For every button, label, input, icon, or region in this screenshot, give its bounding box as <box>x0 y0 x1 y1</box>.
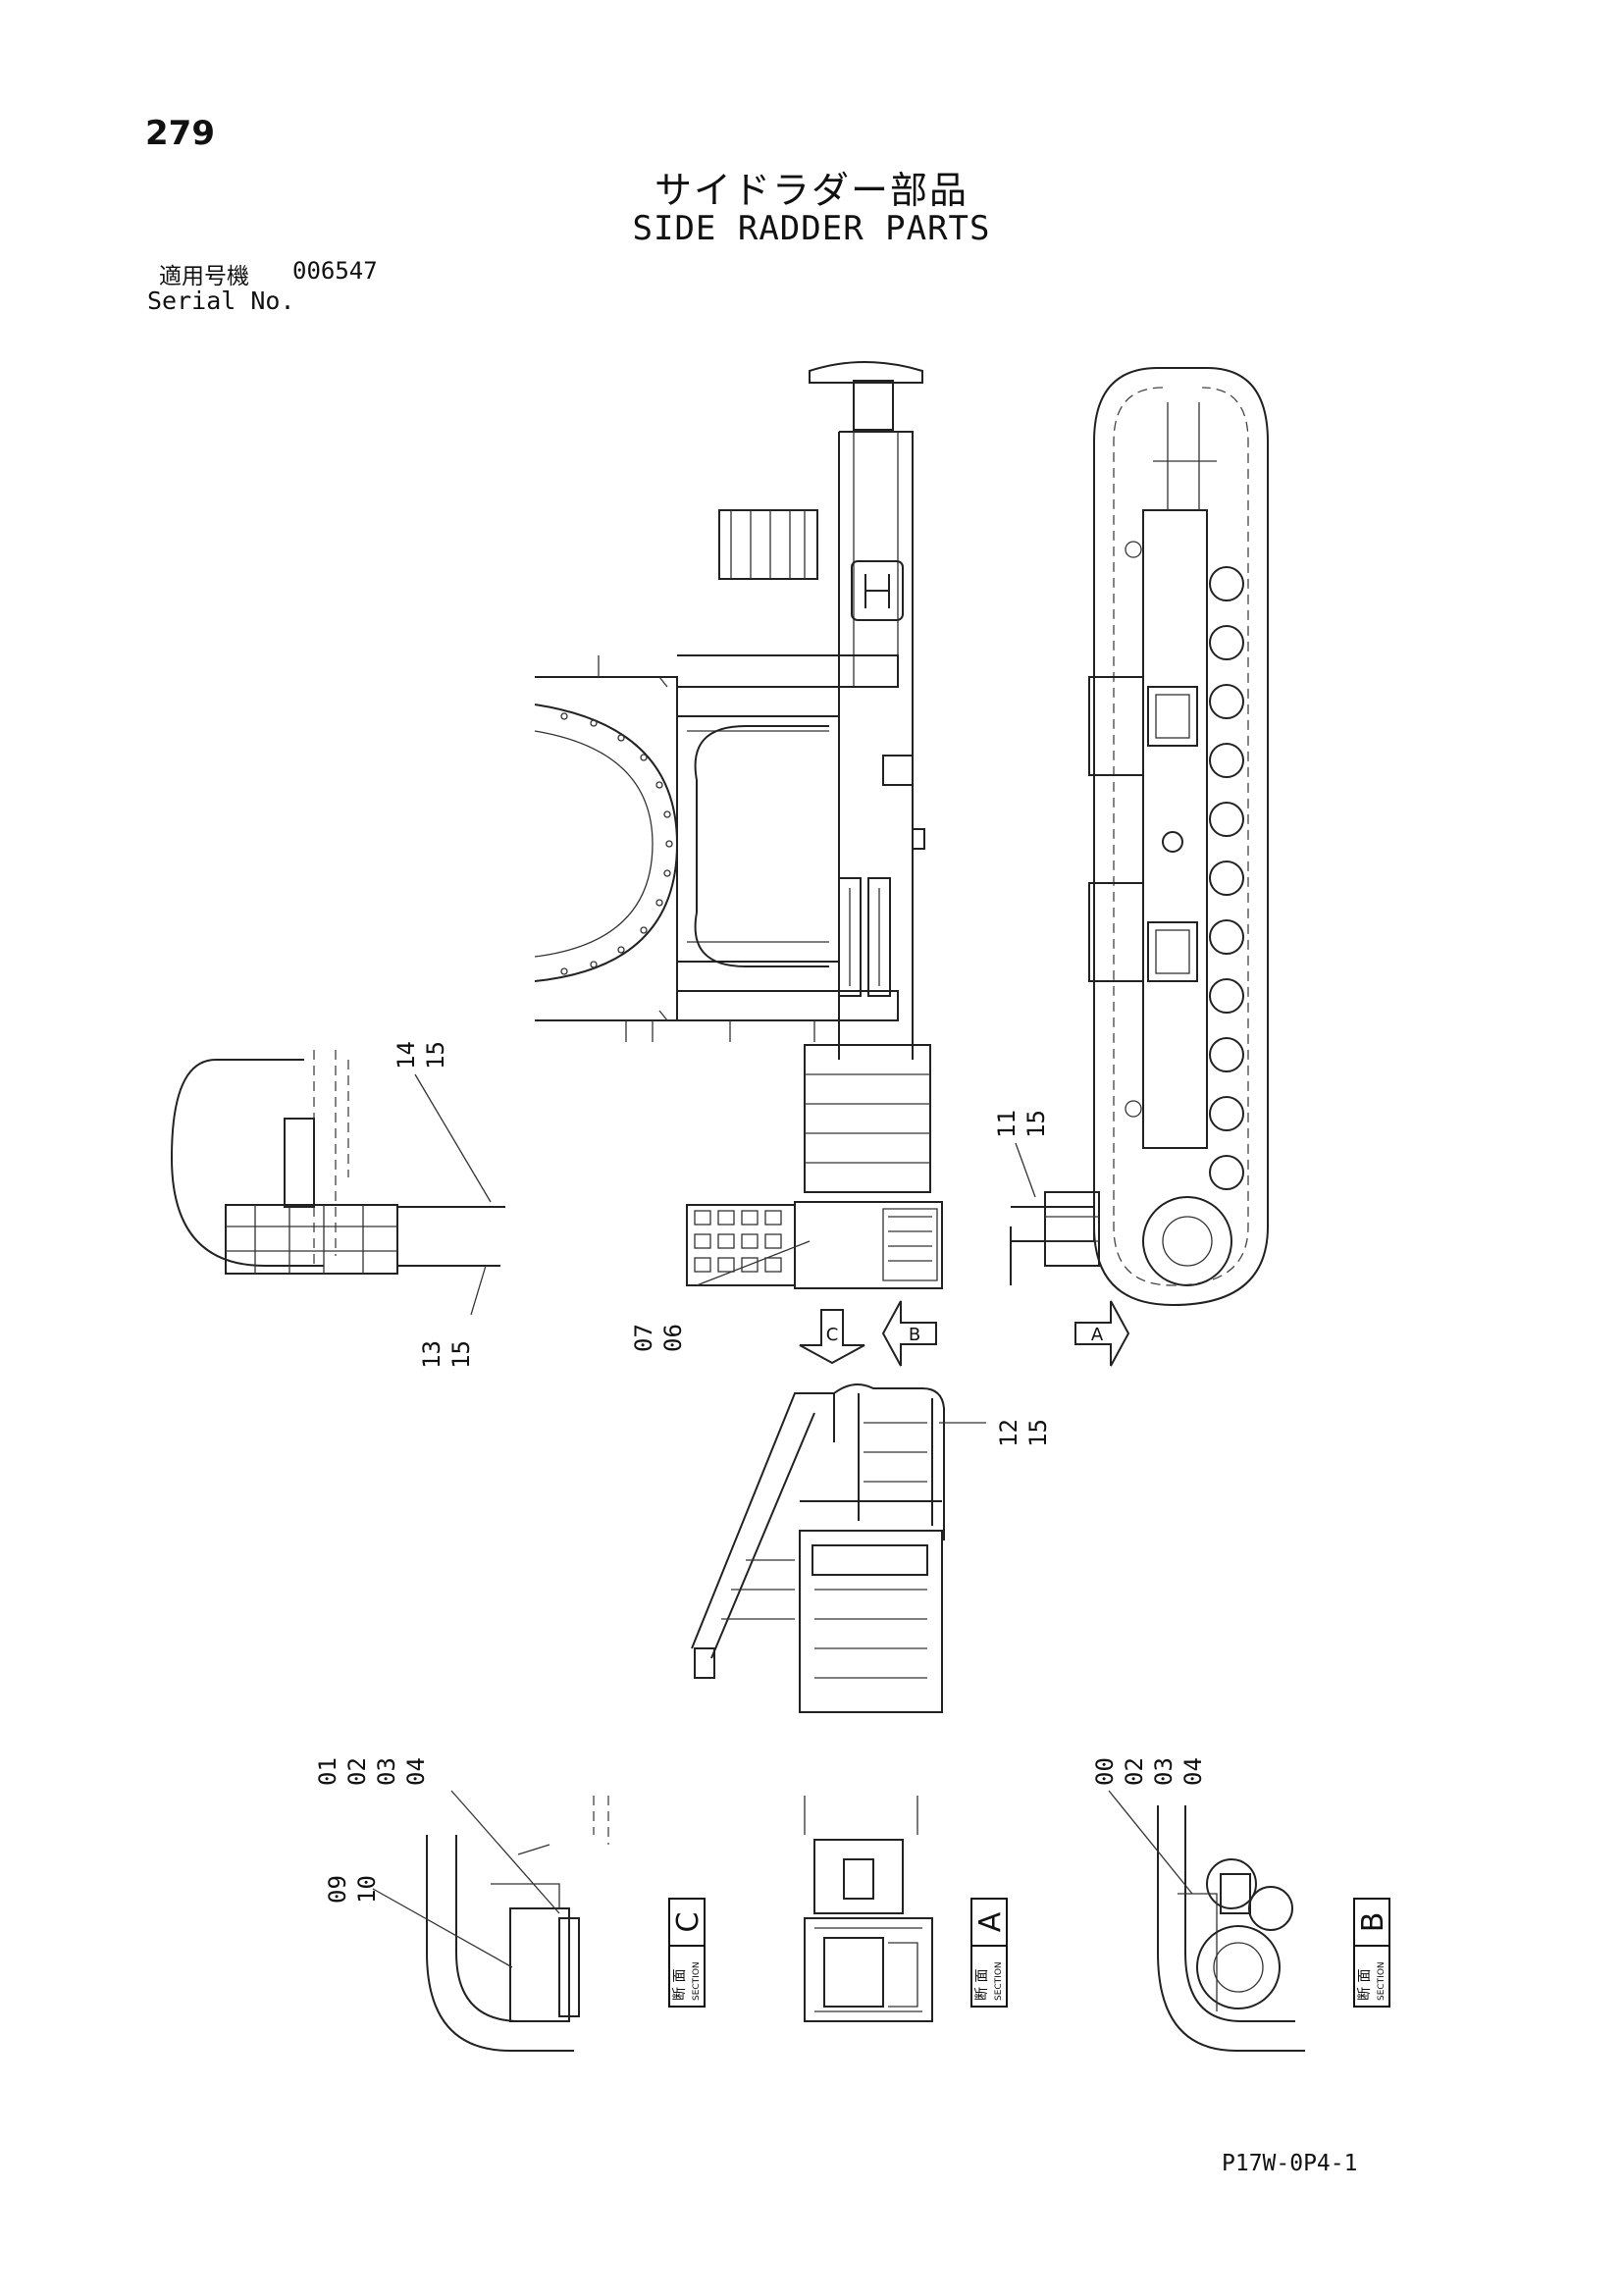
svg-text:02: 02 <box>343 1757 371 1786</box>
step-tread-pattern <box>694 1210 782 1273</box>
view-arrow-b-letter: B <box>909 1325 920 1345</box>
section-b-view <box>1157 1805 1305 2052</box>
callout-11-15: 11 15 <box>993 1110 1050 1138</box>
ladder-plan-view <box>686 1044 943 1289</box>
svg-text:01: 01 <box>314 1757 341 1786</box>
svg-text:15: 15 <box>422 1041 449 1070</box>
callout-13-15: 13 15 <box>418 1340 475 1369</box>
section-tag-a-letter: A <box>973 1911 1008 1932</box>
svg-text:断 面: 断 面 <box>672 1969 688 2001</box>
callout-09-10: 09 10 <box>324 1875 381 1904</box>
view-arrow-c: C <box>799 1309 865 1365</box>
step-detail-left <box>170 1050 505 1275</box>
section-tag-a: 断 面 SECTION A <box>970 1898 1008 2008</box>
bolt-circle-holes <box>560 712 673 975</box>
view-arrow-a: A <box>1074 1300 1130 1367</box>
callout-07-06: 07 06 <box>630 1324 687 1352</box>
section-a-view <box>804 1796 933 2022</box>
section-tag-b: 断 面 SECTION B <box>1353 1898 1390 2008</box>
view-arrow-b: B <box>881 1300 937 1367</box>
title-english: SIDE RADDER PARTS <box>632 209 991 248</box>
svg-text:SECTION: SECTION <box>994 1961 1004 2001</box>
svg-text:13: 13 <box>418 1340 445 1369</box>
svg-text:04: 04 <box>1179 1757 1207 1786</box>
svg-text:02: 02 <box>1121 1757 1148 1786</box>
track-rollers <box>1209 566 1244 1190</box>
svg-text:00: 00 <box>1091 1757 1119 1786</box>
svg-text:11: 11 <box>993 1110 1021 1138</box>
svg-text:03: 03 <box>1150 1757 1178 1786</box>
stair-perspective-view <box>691 1383 945 1713</box>
view-arrow-c-letter: C <box>826 1325 839 1345</box>
view-arrow-a-letter: A <box>1091 1325 1104 1345</box>
section-tag-c: 断 面 SECTION C <box>668 1898 706 2008</box>
callout-00-02-03-04: 00 02 03 04 <box>1091 1757 1207 1786</box>
document-code: P17W-0P4-1 <box>1222 2151 1358 2176</box>
svg-text:06: 06 <box>659 1324 687 1352</box>
svg-text:09: 09 <box>324 1875 351 1904</box>
callout-12-15: 12 15 <box>995 1419 1052 1447</box>
svg-text:04: 04 <box>402 1757 430 1786</box>
serial-label-english: Serial No. <box>147 287 295 315</box>
crawler-side-view <box>1088 367 1269 1307</box>
callout-14-15: 14 15 <box>393 1041 449 1070</box>
section-tag-c-letter: C <box>671 1912 706 1933</box>
svg-text:15: 15 <box>1022 1110 1050 1138</box>
title-japanese: サイドラダー部品 <box>654 169 969 212</box>
upper-frame-plan-view <box>534 361 925 1060</box>
svg-text:03: 03 <box>373 1757 400 1786</box>
page-number: 279 <box>145 114 215 153</box>
serial-label-japanese: 適用号機 <box>159 264 249 289</box>
step-detail-right <box>1010 1191 1100 1285</box>
section-tag-b-letter: B <box>1356 1912 1390 1933</box>
svg-text:SECTION: SECTION <box>692 1961 702 2001</box>
section-c-view <box>426 1796 609 2052</box>
svg-text:14: 14 <box>393 1041 420 1070</box>
svg-text:15: 15 <box>447 1340 475 1369</box>
leader-lines <box>372 1073 1193 1968</box>
svg-text:断 面: 断 面 <box>974 1969 990 2001</box>
svg-text:断 面: 断 面 <box>1357 1969 1373 2001</box>
svg-text:SECTION: SECTION <box>1377 1961 1387 2001</box>
serial-number-value: 006547 <box>292 257 378 285</box>
svg-text:10: 10 <box>353 1875 381 1904</box>
svg-text:15: 15 <box>1024 1419 1052 1447</box>
svg-text:07: 07 <box>630 1324 657 1352</box>
svg-text:12: 12 <box>995 1419 1022 1447</box>
callout-01-02-03-04: 01 02 03 04 <box>314 1757 430 1786</box>
